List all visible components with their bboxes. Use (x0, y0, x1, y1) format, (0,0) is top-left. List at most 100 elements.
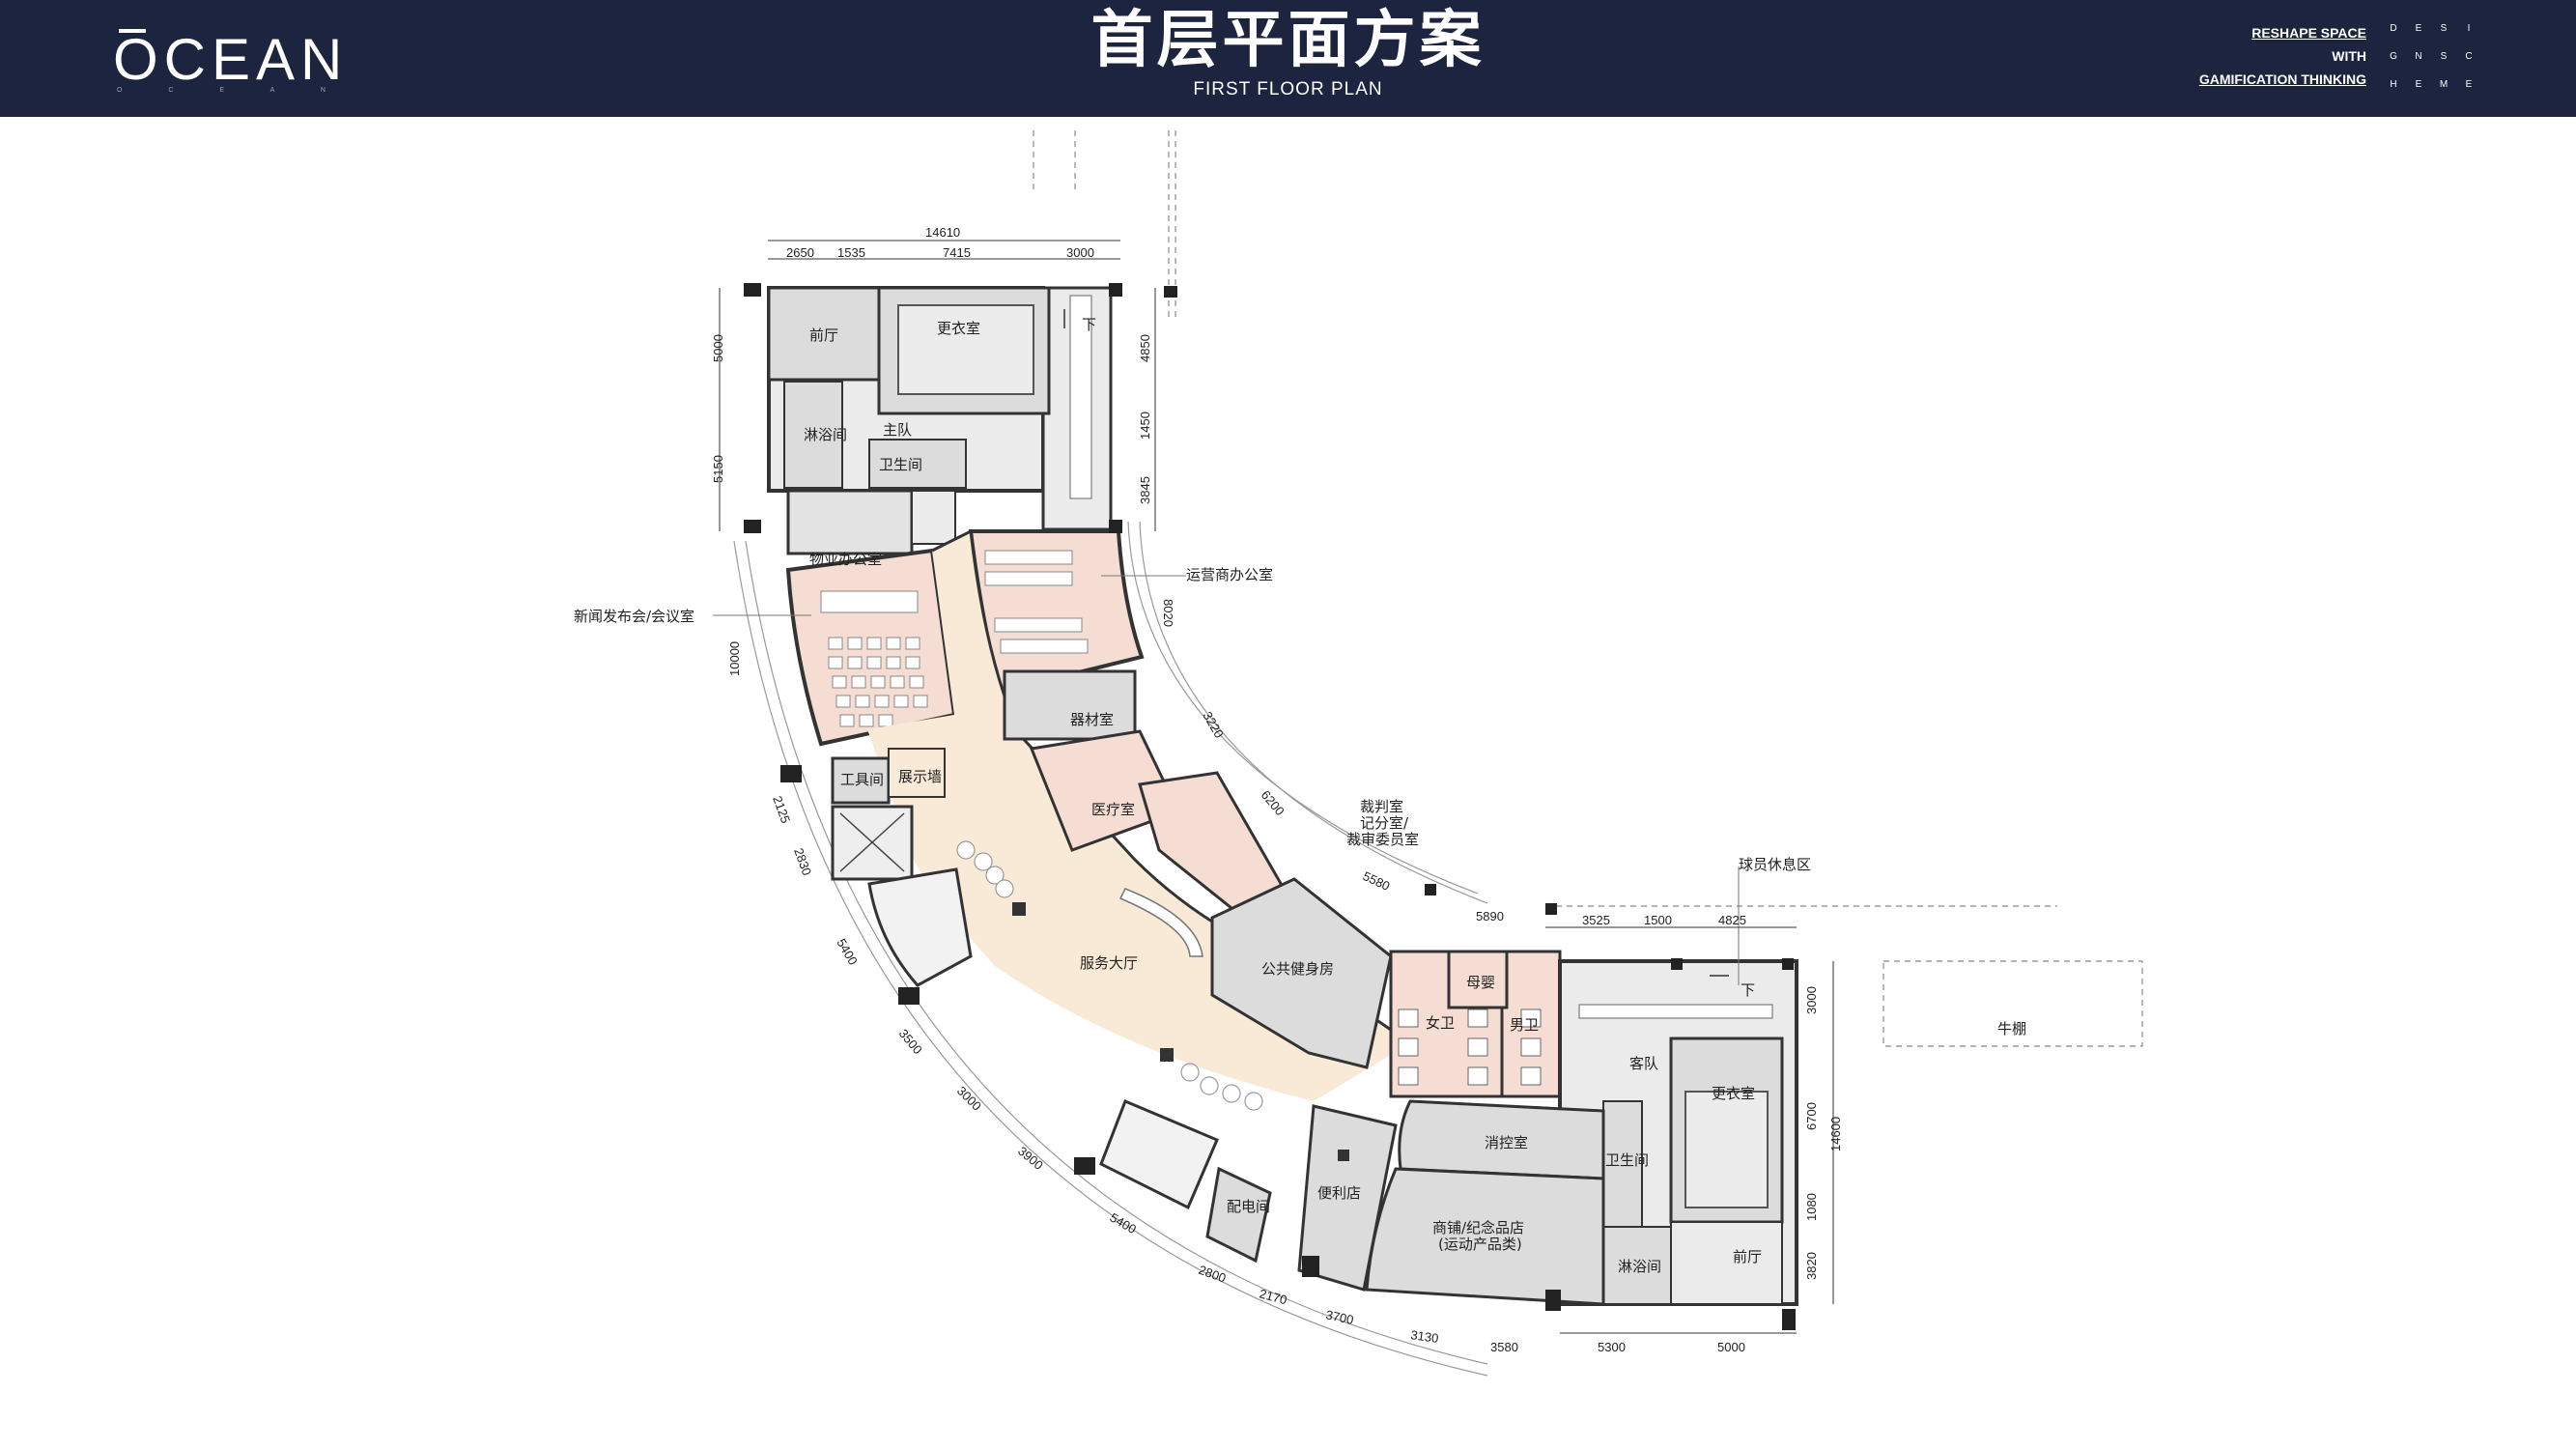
ocean-logo: OCEAN O C E A N (113, 29, 359, 97)
label-toilet-top: 卫生间 (879, 456, 922, 473)
dim-left-b: 5150 (711, 455, 725, 483)
leader-lines (713, 575, 1740, 985)
label-bullpen: 牛棚 (1997, 1020, 2026, 1037)
label-shop-1: 商铺/纪念品店 (1432, 1219, 1524, 1236)
dim-arc-out-e: 3500 (896, 1026, 925, 1057)
grid-letter: H (2390, 79, 2397, 90)
label-stairs-down-top: 下 (1082, 316, 1096, 333)
dim-arc-out-i: 2800 (1197, 1263, 1228, 1286)
dim-arc-out-h: 5400 (1108, 1210, 1140, 1236)
grid-letter: I (2467, 23, 2471, 34)
label-equipment: 器材室 (1070, 711, 1114, 728)
dim-arc-out-b: 2125 (770, 794, 793, 825)
stairs-left (867, 867, 973, 987)
dim-arc-in-c: 6200 (1259, 787, 1288, 818)
grid-letter: N (2415, 51, 2422, 62)
dim-right-a: 4850 (1138, 334, 1152, 362)
grid-letter: S (2440, 23, 2448, 34)
arc-guides (733, 521, 1488, 1377)
dim-bottom-b: 5000 (1717, 1340, 1745, 1354)
label-home-team: 主队 (883, 421, 912, 439)
grid-letter: E (2465, 79, 2473, 90)
grid-letter: S (2440, 51, 2448, 62)
top-block (767, 286, 1113, 555)
label-distribution: 配电间 (1227, 1198, 1270, 1215)
grid-letter: D (2390, 23, 2397, 34)
dim-right-side-b: 6700 (1804, 1102, 1819, 1130)
dashed-corridor (1033, 130, 2143, 1047)
dim-arc-out-l: 3130 (1410, 1327, 1440, 1346)
dim-top-d: 3000 (1066, 245, 1094, 260)
label-changing-right: 更衣室 (1712, 1085, 1755, 1102)
label-shower-right: 淋浴间 (1618, 1258, 1661, 1275)
public-gym (1210, 877, 1393, 1069)
label-referee-3: 裁审委员室 (1346, 831, 1419, 848)
label-women-wc: 女卫 (1426, 1014, 1455, 1032)
operator-office (968, 529, 1145, 698)
grid-letter: E (2415, 23, 2422, 34)
dim-right-side-a: 3000 (1804, 986, 1819, 1014)
dim-left-a: 5000 (711, 334, 725, 362)
tool-room (831, 756, 891, 805)
tagline-line-2: WITH (2332, 48, 2366, 64)
label-press-room: 新闻发布会/会议室 (574, 608, 694, 625)
dim-arc-in-e: 5890 (1476, 909, 1504, 923)
restrooms (1389, 950, 1562, 1098)
label-referee-1: 裁判室 (1360, 798, 1403, 815)
label-medical: 医疗室 (1091, 801, 1135, 818)
dim-right-side-total: 14600 (1828, 1117, 1843, 1151)
dim-arc-in-a: 8020 (1161, 599, 1175, 627)
label-gym: 公共健身房 (1261, 960, 1334, 978)
equipment-room (1003, 669, 1137, 741)
stairs-bottom (1099, 1099, 1219, 1210)
dim-arc-in-d: 5580 (1361, 868, 1393, 894)
dim-arc-out-m: 3580 (1490, 1340, 1518, 1354)
label-away-team: 客队 (1629, 1055, 1658, 1072)
dim-top-c: 7415 (943, 245, 971, 260)
label-referee-2: 记分室/ (1360, 814, 1409, 832)
label-changing-top: 更衣室 (937, 320, 980, 337)
grid-letter: M (2439, 79, 2449, 90)
label-convenience: 便利店 (1317, 1184, 1361, 1202)
dim-right-side-d: 3820 (1804, 1252, 1819, 1280)
label-display-wall: 展示墙 (898, 768, 942, 785)
grid-letter: C (2465, 51, 2473, 62)
page-title: 首层平面方案 (1090, 5, 1486, 76)
dim-top-b: 1535 (837, 245, 865, 260)
label-shower-top: 淋浴间 (804, 426, 847, 443)
dim-arc-out-j: 2170 (1258, 1286, 1288, 1307)
label-shop-2: (运动产品类) (1438, 1236, 1522, 1253)
label-property-office: 物业办公室 (809, 551, 882, 568)
dim-arc-out-d: 5400 (834, 936, 860, 968)
display-wall-room (888, 748, 946, 798)
label-stairs-down-right: 下 (1741, 981, 1755, 999)
label-front-hall-right: 前厅 (1733, 1248, 1762, 1265)
label-operator-office: 运营商办公室 (1186, 566, 1273, 583)
dimension-lines (719, 240, 1834, 1334)
grid-letter: E (2415, 79, 2422, 90)
dim-right-top-a: 3525 (1582, 913, 1610, 927)
header-bar: OCEAN O C E A N 首层平面方案 FIRST FLOOR PLAN … (0, 0, 2576, 117)
dim-arc-out-g: 3900 (1015, 1144, 1046, 1173)
grid-letter: G (2390, 51, 2397, 62)
logo-text: OCEAN (113, 27, 349, 92)
distribution-room (1205, 1166, 1272, 1264)
dim-arc-in-b: 3220 (1200, 709, 1226, 741)
dim-arc-out-f: 3000 (954, 1084, 984, 1114)
dim-arc-out-c: 2830 (791, 846, 814, 877)
dim-right-side-c: 1080 (1804, 1193, 1819, 1221)
dim-arc-out-k: 3700 (1324, 1307, 1354, 1327)
logo-macron (119, 29, 146, 33)
label-front-hall-top: 前厅 (809, 327, 838, 344)
dim-top-a: 2650 (786, 245, 814, 260)
label-service-hall: 服务大厅 (1080, 954, 1138, 972)
tagline-line-1: RESHAPE SPACE (2251, 25, 2366, 41)
dim-right-b: 1450 (1138, 412, 1152, 440)
dim-top-total: 14610 (925, 225, 960, 240)
tagline-line-3: GAMIFICATION THINKING (2198, 71, 2366, 87)
label-men-wc: 男卫 (1510, 1016, 1539, 1034)
label-tool-room: 工具间 (840, 771, 884, 788)
label-toilet-right: 卫生间 (1605, 1151, 1649, 1169)
dim-arc-out-a: 10000 (727, 641, 742, 676)
